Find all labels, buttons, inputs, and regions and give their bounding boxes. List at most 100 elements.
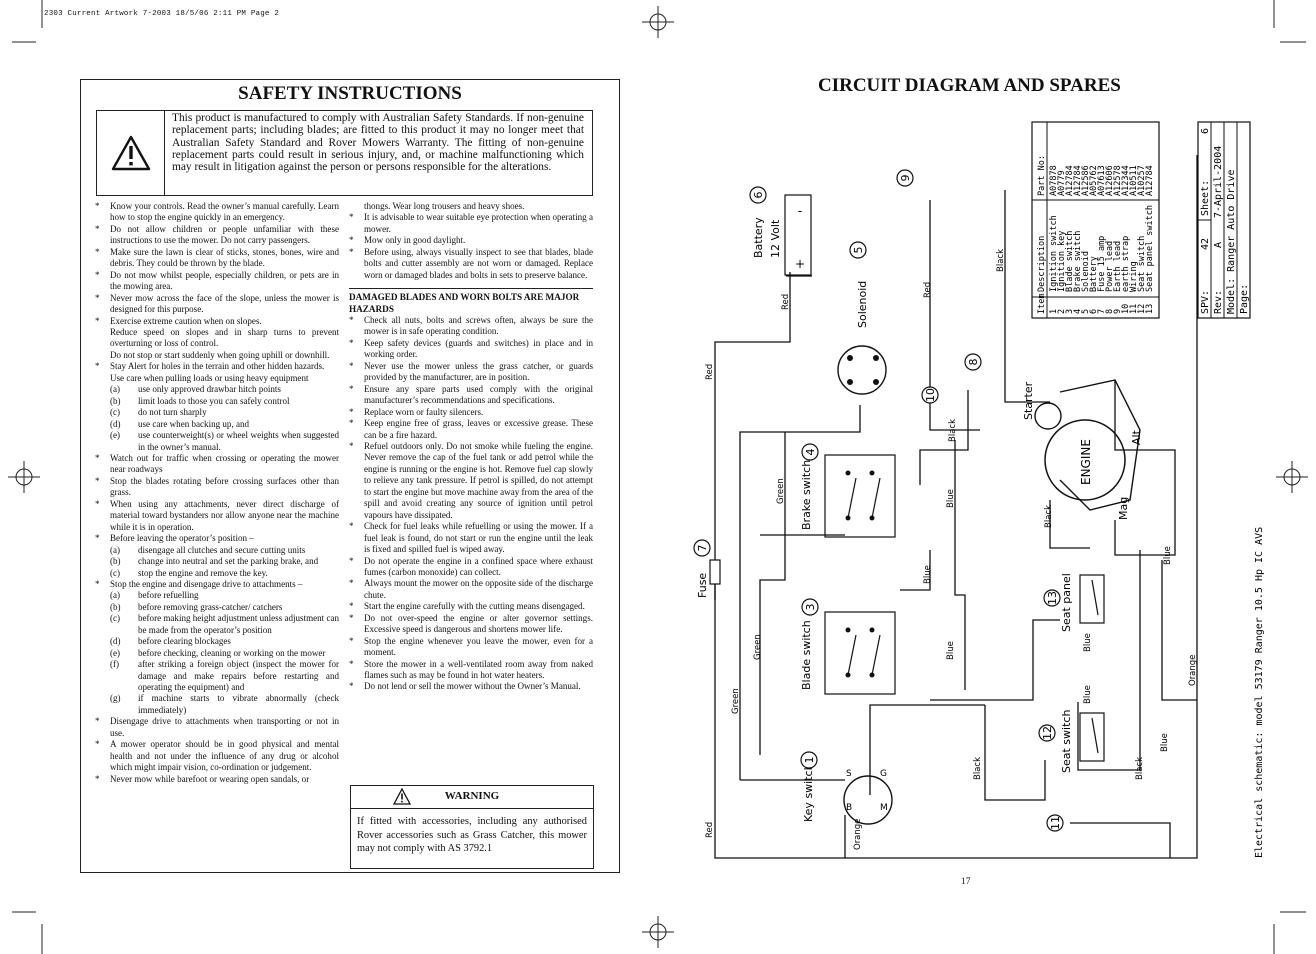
parts-table-cell: 11	[1129, 304, 1139, 314]
wire-label-black: Black	[973, 757, 983, 780]
bullet-marker: *	[95, 739, 100, 750]
parts-table-cell: Part No:	[1037, 155, 1047, 196]
bullet-marker: *	[95, 533, 100, 544]
parts-table-cell: Brake switch	[1073, 231, 1083, 292]
battery-minus-label: -	[798, 204, 802, 218]
callout-number: 13	[1046, 591, 1059, 605]
subitem-letter: (g)	[110, 693, 121, 704]
parts-table-cell: Fuse 15 amp	[1097, 236, 1107, 292]
bullet-marker: *	[349, 612, 354, 623]
safety-bullet: *Stop the blades rotating before crossin…	[95, 476, 339, 499]
subitem-text: before checking, cleaning or working on …	[138, 647, 326, 658]
title-block-spv: SPV:	[1200, 290, 1211, 314]
wire-label-black: Black	[1044, 505, 1054, 528]
parts-table-cell: Solenoid	[1081, 251, 1091, 292]
fuse-label: Fuse	[696, 573, 709, 598]
parts-table-cell: A05762	[1089, 165, 1099, 196]
parts-table-cell: 10	[1121, 304, 1131, 314]
safety-subitem: (a)before refuelling	[95, 590, 339, 601]
callout-number: 6	[752, 192, 765, 199]
safety-subitem: (d) before clearing blockages	[95, 636, 339, 647]
parts-table-cell: Ignition switch	[1049, 215, 1059, 292]
safety-bullet: *Exercise extreme caution when on slopes…	[95, 316, 339, 327]
parts-table-cell: 12	[1137, 304, 1147, 314]
bullet-marker: *	[349, 235, 354, 246]
parts-table-cell: A0779	[1057, 170, 1067, 196]
bullet-marker: *	[349, 360, 354, 371]
safety-subitem: (e)use counterweight(s) or wheel weights…	[95, 430, 339, 453]
safety-bullet: * Replace worn or faulty silencers.	[349, 407, 593, 418]
bullet-marker: *	[95, 292, 100, 303]
safety-bullet: *Watch out for traffic when crossing or …	[95, 453, 339, 476]
bullet-marker: *	[95, 475, 100, 486]
safety-bullet: *Disengage drive to attachments when tra…	[95, 716, 339, 739]
bullet-text: Never mow while barefoot or wearing open…	[110, 773, 310, 784]
bullet-text: Replace worn or faulty silencers.	[364, 406, 484, 417]
bullet-text: Stay Alert for holes in the terrain and …	[110, 361, 325, 372]
callout-circle	[693, 539, 711, 557]
bullet-marker: *	[95, 223, 100, 234]
bullet-marker: *	[349, 337, 354, 348]
bullet-marker: *	[95, 315, 100, 326]
bullet-text: Do not lend or sell the mower without th…	[364, 681, 581, 692]
subitem-letter: (c)	[110, 567, 121, 578]
safety-subitem: (a)disengage all clutches and secure cut…	[95, 545, 339, 556]
engine-label: ENGINE	[1079, 439, 1093, 485]
subitem-text: if machine starts to vibrate abnormally …	[138, 693, 339, 715]
bullet-marker: *	[349, 212, 354, 223]
blade-switch-label: Blade switch	[800, 620, 813, 690]
bullet-marker: *	[349, 555, 354, 566]
seat-switch-label: Seat switch	[1060, 710, 1073, 773]
bullet-text: Make sure the lawn is clear of sticks, s…	[110, 246, 339, 269]
parts-table-cell: A07613	[1097, 165, 1107, 196]
safety-bullet: * It is advisable to wear suitable eye pr…	[349, 212, 593, 235]
parts-table-cell: A12784	[1145, 165, 1155, 196]
safety-column-right: thongs. Wear long trousers and heavy sho…	[349, 201, 593, 693]
parts-table-cell: Description	[1037, 236, 1047, 292]
alt-label: Alt	[1130, 429, 1143, 445]
bullet-text: It is advisable to wear suitable eye pro…	[364, 212, 593, 234]
key-switch-symbol: S G B M Key switch	[802, 763, 893, 825]
parts-table-cell: 8	[1105, 309, 1115, 314]
safety-bullet: *Before leaving the operator’s position …	[95, 533, 339, 544]
bullet-marker: *	[349, 406, 354, 417]
safety-instructions-page: SAFETY INSTRUCTIONS This product is manu…	[80, 79, 620, 873]
safety-bullet: * Mow only in good daylight.	[349, 235, 593, 246]
bullet-marker: *	[349, 681, 354, 692]
wire-label-black: Black	[948, 419, 958, 442]
callout-number: 9	[899, 175, 912, 182]
subitem-letter: (a)	[110, 590, 121, 601]
warning-text: If fitted with accessories, including an…	[357, 816, 587, 854]
callout-circle	[1043, 589, 1061, 607]
subitem-letter: (f)	[110, 659, 120, 670]
bullet-text: When using any attachments, never direct…	[110, 498, 339, 532]
subitem-text: before clearing blockages	[138, 636, 231, 647]
bullet-marker: *	[95, 578, 100, 589]
subitem-letter: (a)	[110, 544, 121, 555]
bullet-text: Mow only in good daylight.	[364, 235, 466, 246]
fuse-symbol: Fuse	[696, 559, 721, 598]
bullet-text: Check for fuel leaks while refuelling or…	[364, 521, 593, 555]
safety-bullet: *Stop the engine and disengage drive to …	[95, 579, 339, 590]
bullet-marker: *	[349, 578, 354, 589]
engine-symbol: ENGINE Starter Alt Mag	[1022, 379, 1143, 520]
parts-table-cell: 3	[1065, 309, 1075, 314]
wire-label-orange: Orange	[1188, 655, 1198, 686]
subitem-letter: (b)	[110, 601, 121, 612]
battery-label: Battery	[752, 217, 765, 258]
wire-label-blue: Blue	[1083, 633, 1093, 652]
parts-table-cell: 6	[1089, 309, 1099, 314]
wire-label-red: Red	[705, 364, 715, 380]
safety-bullet: * Do not lend or sell the mower without t…	[349, 681, 593, 692]
subitem-text: use counterweight(s) or wheel weights wh…	[138, 430, 339, 452]
hazard-heading: DAMAGED BLADES AND WORN BOLTS ARE MAJOR …	[349, 288, 593, 315]
wire-label-red: Red	[781, 294, 791, 310]
parts-table-cell: A12784	[1065, 165, 1075, 196]
bullet-text: Start the engine carefully with the cutt…	[364, 601, 585, 612]
subitem-letter: (d)	[110, 636, 121, 647]
wire-label-blue: Blue	[946, 641, 956, 660]
title-block-model: Model: Ranger Auto Drive	[1226, 170, 1237, 315]
parts-table-cell: Power lead	[1105, 241, 1115, 292]
callout-number: 10	[924, 388, 937, 402]
